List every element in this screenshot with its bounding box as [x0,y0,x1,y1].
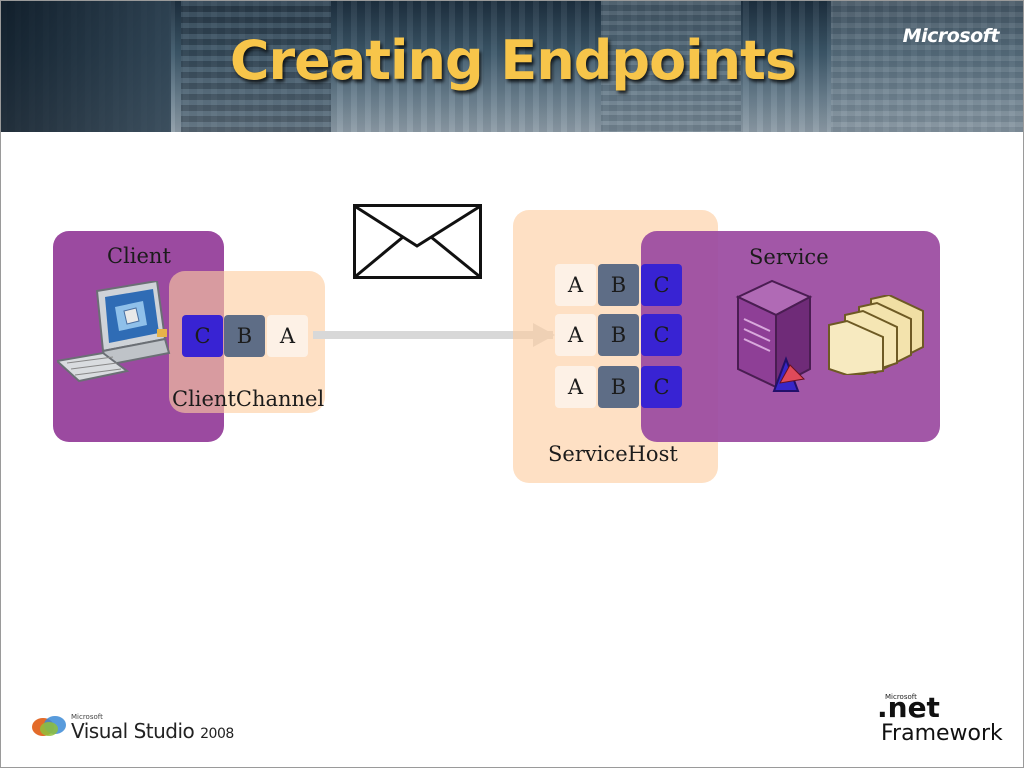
endpoint-cell-a: A [555,366,596,408]
endpoint-cell-b: B [598,264,639,306]
channel-cell-a: A [267,315,308,357]
visual-studio-logo-text: Visual Studio 2008 [71,719,234,743]
folders-icon [828,295,924,375]
service-host-label: ServiceHost [548,442,678,466]
banner-background-rack [831,1,1023,132]
header-banner: Creating Endpoints Microsoft [1,1,1023,132]
server-icon [735,279,813,392]
net-microsoft-label: Microsoft [885,693,917,701]
slide-title: Creating Endpoints [229,29,797,92]
visual-studio-microsoft-label: Microsoft [71,713,103,721]
visual-studio-year: 2008 [200,726,234,742]
client-channel-label: ClientChannel [172,387,325,411]
endpoint-cell-c: C [641,366,682,408]
banner-background-rack [181,1,331,132]
endpoint-cell-a: A [555,314,596,356]
channel-cell-c: C [182,315,223,357]
visual-studio-product: Visual Studio [71,719,195,743]
visual-studio-logo-icon [32,716,66,736]
net-logo-text: .net [877,691,940,724]
endpoint-cell-b: B [598,314,639,356]
endpoint-cell-c: C [641,314,682,356]
envelope-icon [353,204,482,279]
banner-background-rack [1,1,171,132]
endpoint-cell-a: A [555,264,596,306]
message-arrow [313,331,553,339]
service-label: Service [749,245,829,269]
endpoint-cell-c: C [641,264,682,306]
channel-cell-b: B [224,315,265,357]
endpoint-cell-b: B [598,366,639,408]
computer-icon [57,281,171,383]
banner-background-rack [601,1,741,132]
microsoft-logo: Microsoft [902,25,1000,47]
net-framework-text: Framework [881,721,1003,746]
client-label: Client [107,244,171,268]
